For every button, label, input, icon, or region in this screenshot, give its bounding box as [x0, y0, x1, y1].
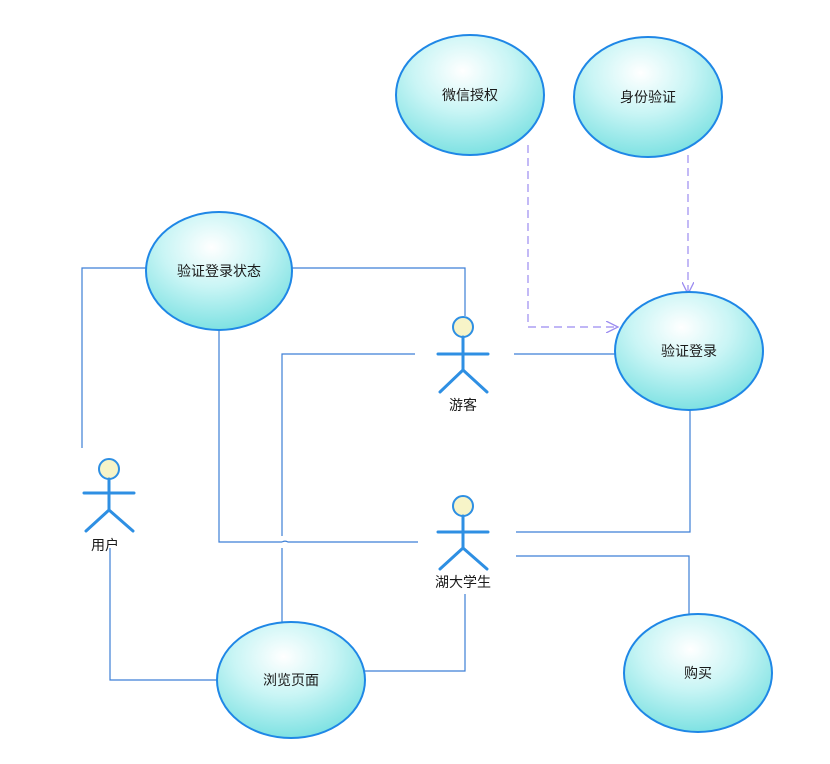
actor-label: 湖大学生: [435, 575, 491, 591]
assoc-browse-page-student: [365, 594, 466, 672]
assoc-student-purchase: [516, 555, 690, 614]
actor-body-icon: [436, 514, 490, 571]
actor-guest[interactable]: 游客: [436, 316, 490, 414]
actor-label: 用户: [91, 537, 119, 554]
use-case-label: 身份验证: [620, 90, 676, 106]
use-case-identity-verify[interactable]: 身份验证: [573, 36, 723, 158]
assoc-user-verify-login-status: [81, 267, 147, 448]
actor-head-icon: [452, 495, 474, 517]
use-case-purchase[interactable]: 购买: [623, 613, 773, 733]
use-case-label: 浏览页面: [263, 673, 319, 689]
assoc-user-browse-page: [109, 548, 217, 681]
assoc-verify-login-status-guest: [292, 267, 466, 316]
actor-user[interactable]: 用户: [82, 458, 136, 554]
assoc-guest-browse-page: [281, 353, 415, 536]
actor-label: 游客: [449, 397, 477, 414]
assoc-verify-login-status-student: [218, 330, 282, 543]
actor-hubei-student[interactable]: 湖大学生: [435, 495, 491, 591]
use-case-label: 验证登录状态: [177, 264, 261, 280]
use-case-label: 购买: [684, 666, 712, 682]
actor-head-icon: [98, 458, 120, 480]
actor-body-icon: [436, 335, 490, 394]
use-case-label: 验证登录: [661, 344, 717, 360]
use-case-wechat-auth[interactable]: 微信授权: [395, 34, 545, 156]
dep-wechat-auth-verify-login: [527, 145, 618, 327]
associations: [81, 267, 691, 681]
assoc-verify-login-status-student-hop: [281, 540, 418, 543]
use-case-browse-page[interactable]: 浏览页面: [216, 621, 366, 739]
assoc-student-verify-login: [516, 410, 691, 533]
actor-body-icon: [82, 477, 136, 533]
use-case-label: 微信授权: [442, 88, 498, 104]
use-case-verify-login[interactable]: 验证登录: [614, 291, 764, 411]
dependencies: [527, 145, 688, 327]
use-case-verify-login-status[interactable]: 验证登录状态: [145, 211, 293, 331]
actor-head-icon: [452, 316, 474, 338]
